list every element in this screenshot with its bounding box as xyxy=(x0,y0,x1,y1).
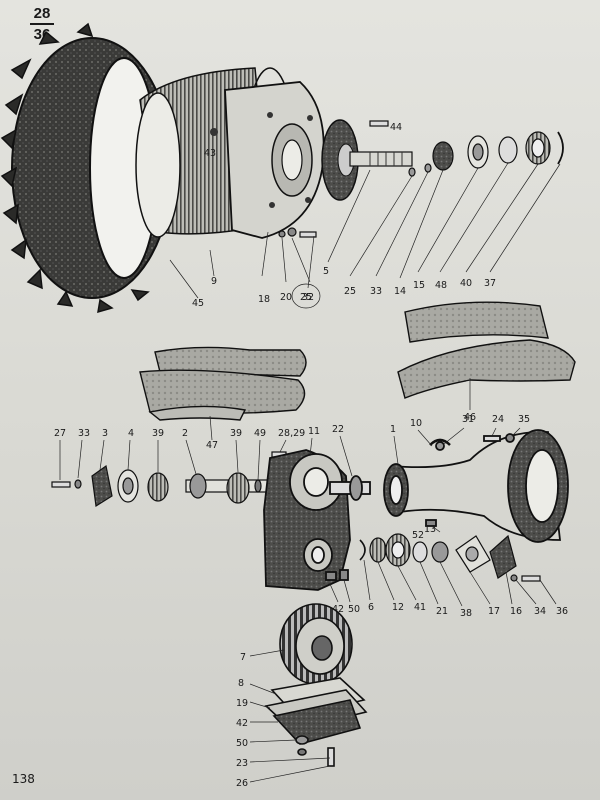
callout-3: 3 xyxy=(102,428,108,439)
callout-14: 14 xyxy=(394,286,406,297)
leader-lines-tubes xyxy=(209,378,471,441)
page-number: 138 xyxy=(12,772,35,786)
callout-16: 16 xyxy=(510,606,522,617)
callout-12: 12 xyxy=(392,602,404,613)
wheel-hub-flange xyxy=(321,119,413,201)
callout-31: 31 xyxy=(462,414,474,425)
callout-6: 6 xyxy=(368,602,374,613)
callout-24: 24 xyxy=(492,414,504,425)
bottom-cover-plate xyxy=(264,677,368,767)
figure-number-top: 28 xyxy=(33,5,51,22)
callout-36: 36 xyxy=(556,606,568,617)
hub-small-parts xyxy=(278,120,564,238)
trumpet-housing xyxy=(383,429,569,543)
callout-28-29: 28,29 xyxy=(278,428,305,439)
leader-lines-bottom xyxy=(249,649,331,783)
callout-50-bottom: 50 xyxy=(236,738,248,749)
callout-42-bottom: 42 xyxy=(236,718,248,729)
final-drive-housing xyxy=(263,449,371,591)
figure-number-divider xyxy=(30,23,54,25)
callout-35: 35 xyxy=(518,414,530,425)
callout-50-mid: 50 xyxy=(348,604,360,615)
callout-45: 45 xyxy=(192,298,204,309)
callout-37: 37 xyxy=(484,278,496,289)
callout-40: 40 xyxy=(460,278,472,289)
callout-26: 26 xyxy=(236,778,248,789)
callout-20: 20 xyxy=(280,292,292,303)
tractor-tyre xyxy=(0,22,173,314)
callout-19: 19 xyxy=(236,698,248,709)
callout-8: 8 xyxy=(238,678,244,689)
callout-38: 38 xyxy=(460,608,472,619)
callout-48: 48 xyxy=(435,280,447,291)
input-shaft-parts xyxy=(51,451,297,508)
callout-9: 9 xyxy=(211,276,217,287)
callout-1: 1 xyxy=(390,424,396,435)
callout-41: 41 xyxy=(414,602,426,613)
callout-11: 11 xyxy=(308,426,320,437)
callout-33: 33 xyxy=(370,286,382,297)
inner-tube-right xyxy=(397,301,576,399)
callout-4: 4 xyxy=(128,428,134,439)
callout-52: 52 xyxy=(412,530,424,541)
callout-2: 2 xyxy=(182,428,188,439)
callout-46: 46 xyxy=(464,412,476,423)
output-shaft-parts xyxy=(359,533,541,582)
callout-10: 10 xyxy=(410,418,422,429)
callout-39-left: 39 xyxy=(152,428,164,439)
callout-18: 18 xyxy=(258,294,270,305)
callout-25: 25 xyxy=(344,286,356,297)
callout-42-mid: 42 xyxy=(332,604,344,615)
callout-49: 49 xyxy=(254,428,266,439)
callout-32: 32 xyxy=(302,292,314,303)
callout-13: 13 xyxy=(424,524,436,535)
callout-22: 22 xyxy=(332,424,344,435)
callout-47: 47 xyxy=(206,440,218,451)
bull-gear xyxy=(279,603,353,685)
callout-44: 44 xyxy=(390,122,402,133)
callout-39-right: 39 xyxy=(230,428,242,439)
callout-5: 5 xyxy=(323,266,329,277)
callout-17: 17 xyxy=(488,606,500,617)
callout-27: 27 xyxy=(54,428,66,439)
leader-lines-top xyxy=(169,162,561,309)
leader-lines-middle xyxy=(59,427,557,607)
callout-43: 43 xyxy=(204,148,216,159)
callout-15: 15 xyxy=(413,280,425,291)
callout-23: 23 xyxy=(236,758,248,769)
inner-tube-left xyxy=(139,346,307,421)
callout-25-circled: 25 xyxy=(300,292,312,303)
callout-7: 7 xyxy=(240,652,246,663)
callout-33-left: 33 xyxy=(78,428,90,439)
tyre-lugs xyxy=(0,22,150,314)
callout-21: 21 xyxy=(436,606,448,617)
callout-34: 34 xyxy=(534,606,546,617)
